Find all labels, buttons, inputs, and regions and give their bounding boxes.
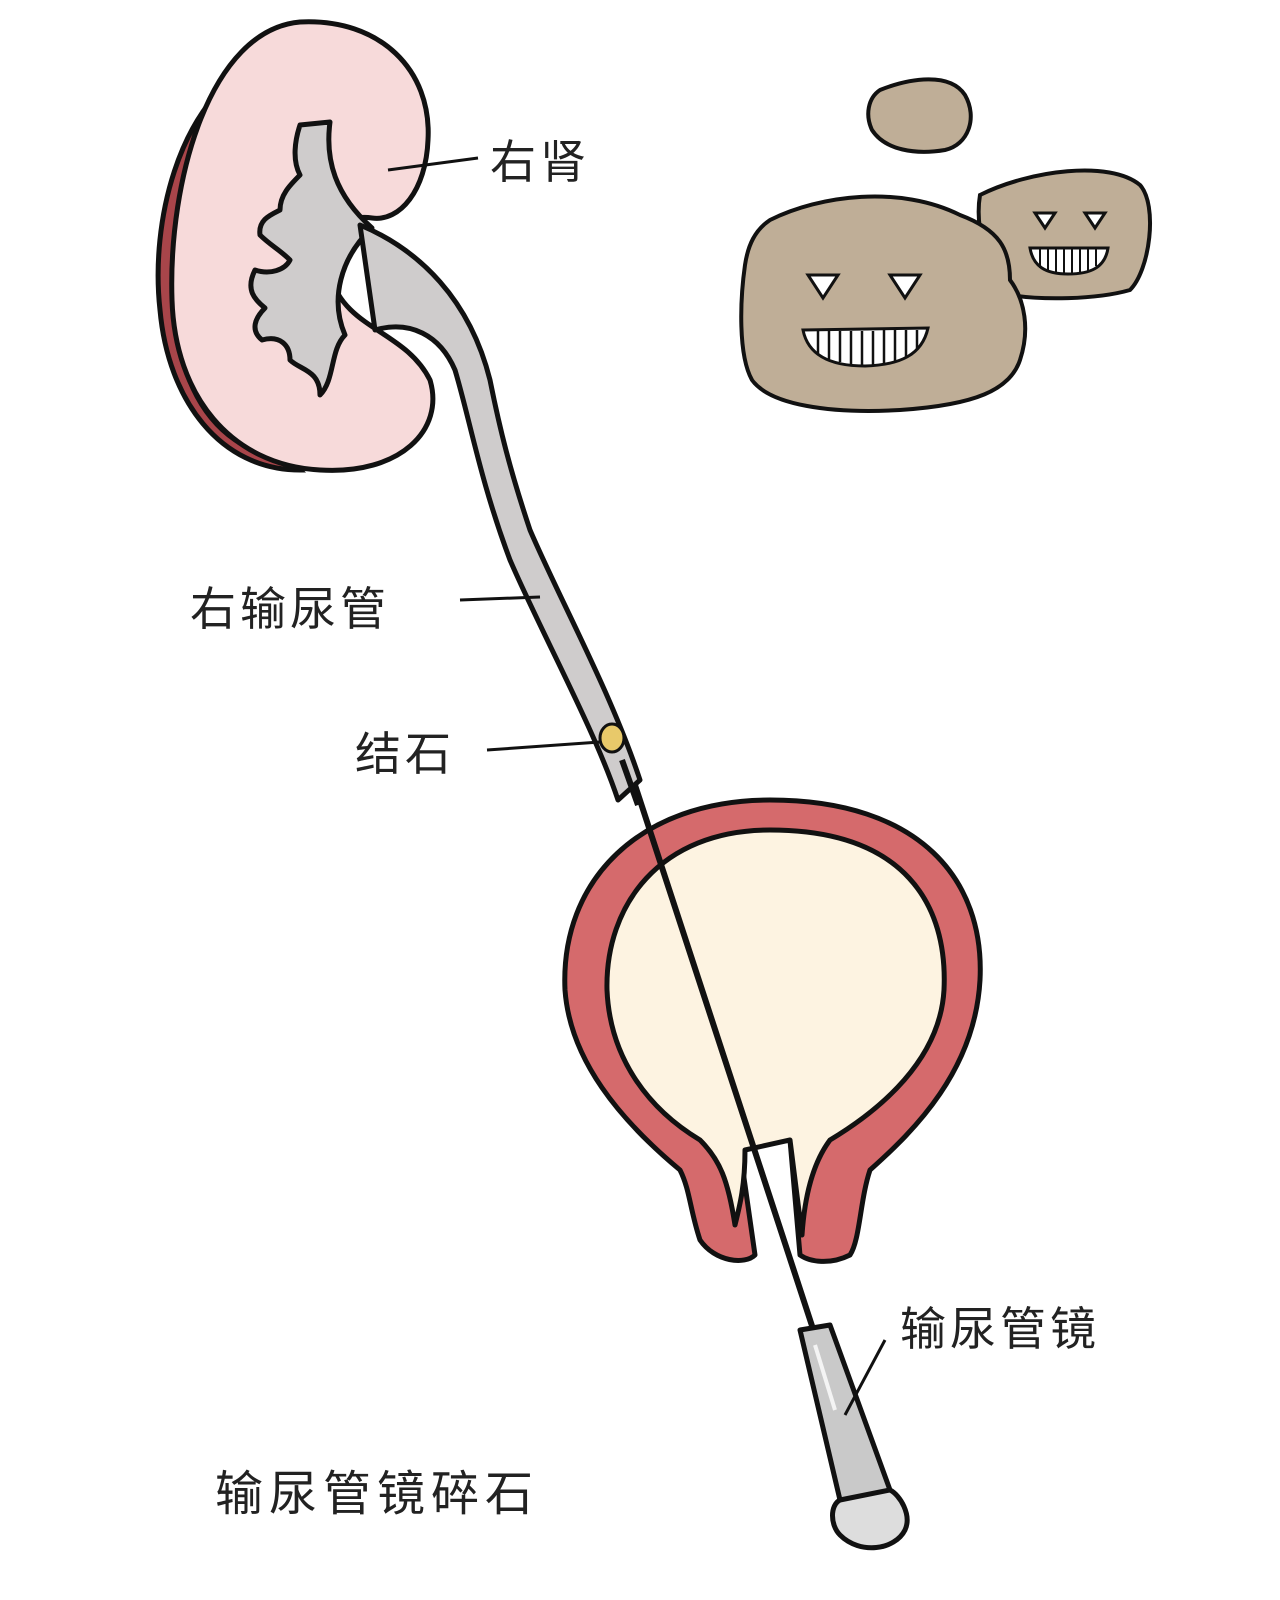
medium-rock-left-eye	[1032, 211, 1058, 231]
ureter-leader	[459, 595, 541, 602]
stone-leader	[486, 740, 601, 752]
large-rock-face	[801, 273, 930, 368]
ureteral-stone	[598, 722, 626, 754]
leader-lines	[387, 156, 887, 1416]
small-rock	[866, 77, 973, 154]
right-ureter	[357, 222, 643, 803]
ureteroscope-shaft	[632, 784, 818, 1336]
bladder	[562, 797, 983, 1264]
stone-label: 结石	[355, 727, 455, 781]
ureteroscope-label: 输尿管镜	[900, 1302, 1100, 1356]
cartoon-stones	[739, 77, 1152, 413]
ureteroscope-tip	[619, 758, 641, 807]
ureteroscope-leader	[843, 1339, 887, 1416]
ureter-tube	[357, 222, 643, 803]
medium-rock-face	[1028, 211, 1110, 276]
large-rock-right-eye	[887, 273, 923, 301]
ureteroscope-handle-cap	[830, 1487, 910, 1551]
ureteroscope-highlight	[813, 1344, 837, 1411]
renal-pelvis	[248, 119, 375, 398]
stone-shape	[598, 722, 626, 754]
ureter-label: 右输尿管	[190, 582, 390, 636]
large-rock-left-eye	[805, 273, 841, 301]
kidney-leader	[387, 156, 479, 172]
medium-rock-right-eye	[1082, 211, 1108, 231]
kidney-label: 右肾	[490, 135, 590, 189]
ureteroscope	[619, 758, 910, 1551]
bladder-lumen	[604, 827, 947, 1238]
right-kidney	[155, 19, 436, 473]
large-rock-grin	[801, 326, 930, 368]
large-rock	[739, 194, 1028, 413]
diagram-caption: 输尿管镜碎石	[215, 1466, 539, 1522]
